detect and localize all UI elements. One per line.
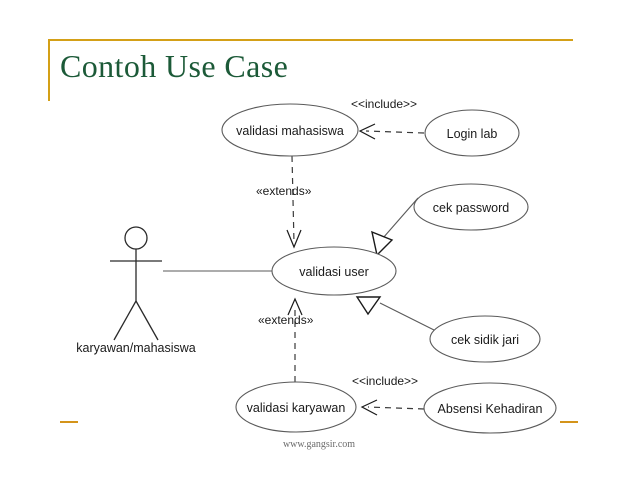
use-case-validasi-karyawan[interactable]: validasi karyawan (235, 381, 357, 433)
accent-dash-bottom-right (560, 421, 578, 423)
use-case-label: validasi mahasiswa (236, 124, 344, 138)
connector-generalization-cek-sidik-jari (355, 296, 435, 331)
connector-extends-bottom (287, 297, 303, 382)
edge-label-include-top: <<include>> (351, 97, 417, 111)
actor-label: karyawan/mahasiswa (76, 341, 196, 355)
use-case-validasi-mahasiswa[interactable]: validasi mahasiswa (221, 103, 359, 157)
use-case-label: Login lab (447, 127, 498, 141)
use-case-cek-sidik-jari[interactable]: cek sidik jari (429, 315, 541, 363)
connector-include-top (358, 123, 425, 140)
edge-label-include-bottom: <<include>> (352, 374, 418, 388)
edge-label-extends-bottom: «extends» (258, 313, 314, 327)
edge-label-extends-top: «extends» (256, 184, 312, 198)
actor-karyawan-mahasiswa[interactable]: karyawan/mahasiswa (76, 226, 196, 355)
connector-generalization-cek-password (371, 197, 419, 257)
page-title: Contoh Use Case (60, 48, 289, 84)
use-case-label: validasi user (299, 265, 368, 279)
connector-include-bottom (360, 399, 425, 416)
accent-rule-left (48, 39, 50, 101)
use-case-cek-password[interactable]: cek password (413, 183, 529, 231)
connector-extends-top (286, 155, 302, 249)
use-case-absensi-kehadiran[interactable]: Absensi Kehadiran (423, 382, 557, 434)
accent-rule-top (48, 39, 573, 41)
use-case-label: validasi karyawan (247, 401, 346, 415)
use-case-validasi-user[interactable]: validasi user (271, 246, 397, 296)
use-case-label: Absensi Kehadiran (438, 402, 543, 416)
use-case-label: cek password (433, 201, 509, 215)
footer-url: www.gangsir.com (282, 439, 356, 450)
use-case-login-lab[interactable]: Login lab (424, 109, 520, 157)
use-case-label: cek sidik jari (451, 333, 519, 347)
accent-dash-bottom-left (60, 421, 78, 423)
